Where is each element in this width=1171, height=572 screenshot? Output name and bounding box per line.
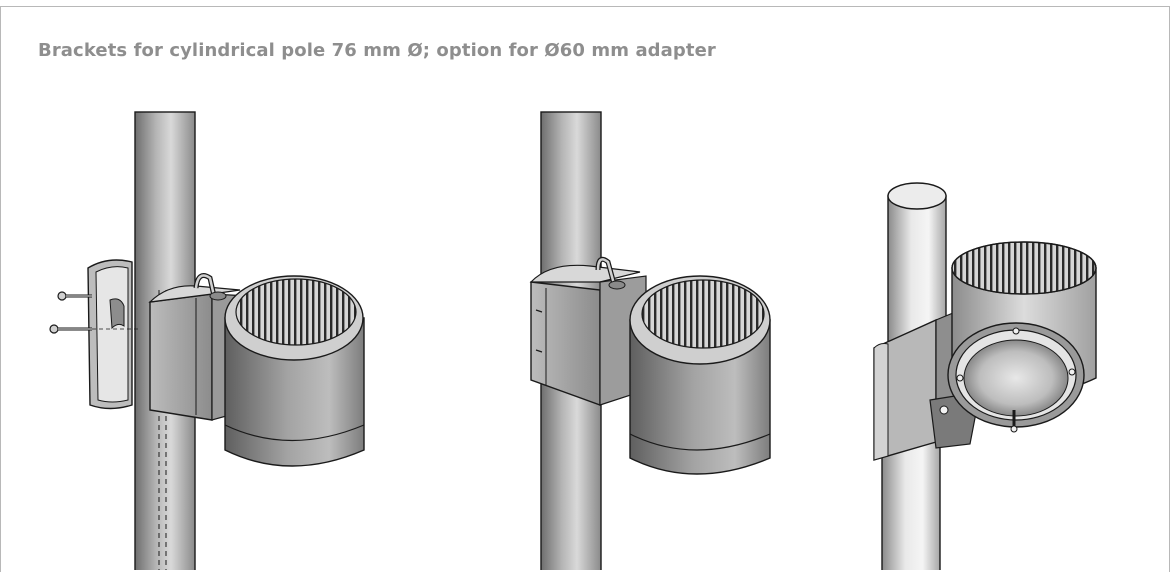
- luminaire-right: [947, 241, 1097, 433]
- mounted-front-view-figure: [529, 111, 771, 570]
- screw-top: [57, 291, 92, 301]
- lens: [963, 339, 1069, 417]
- bracket-left: [148, 273, 249, 421]
- pole-right-bottom: [881, 439, 941, 570]
- figure-frame: [0, 6, 1170, 572]
- bracket-middle: [529, 256, 647, 406]
- screw-bottom: [49, 324, 92, 334]
- figure-caption: Brackets for cylindrical pole 76 mm Ø; o…: [38, 40, 716, 61]
- mounted-underside-view-figure: [873, 182, 1097, 570]
- clamp-half: [87, 259, 133, 410]
- luminaire-middle: [629, 275, 771, 475]
- luminaire-left: [224, 275, 365, 467]
- exploded-view-figure: [49, 111, 365, 570]
